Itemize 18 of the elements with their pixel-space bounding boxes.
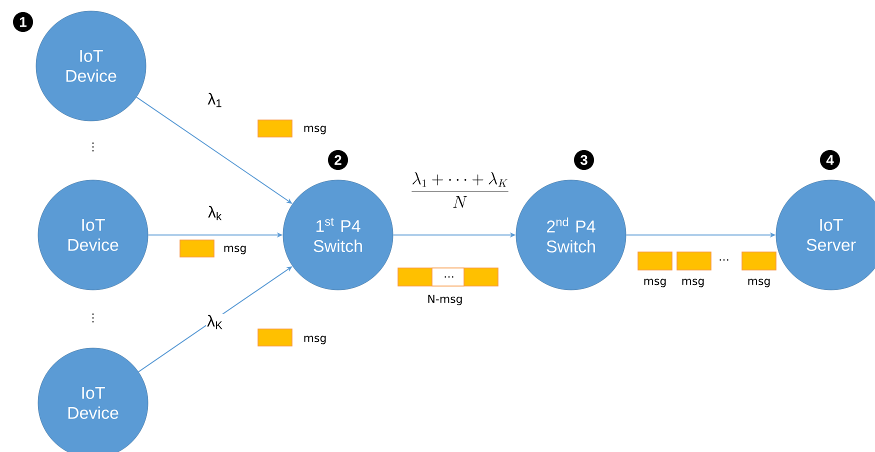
callout-number: 2 — [328, 150, 348, 170]
edge-label: λ$_{k}$ — [206, 204, 224, 222]
text-label: ⋮ — [92, 142, 94, 152]
text-label: msg — [644, 278, 666, 288]
text-label: … — [720, 259, 728, 261]
text-label: ⋮ — [92, 314, 94, 322]
callout-number: 4 — [820, 150, 840, 170]
callout-number: 1 — [13, 12, 34, 32]
callout-number: 3 — [574, 150, 594, 170]
text-label: msg — [304, 336, 326, 344]
edge-label: λ$_{1}$ — [206, 92, 224, 108]
text-label: msg — [304, 126, 326, 134]
edge-label: λ$_{K}$ — [206, 314, 224, 330]
text-label: N-msg — [428, 294, 462, 306]
text-label: … — [444, 276, 454, 278]
text-label: msg — [682, 278, 704, 288]
edge-label: $\frac{\lambda_1+\cdots+\lambda_K}{N}$ — [409, 171, 511, 209]
text-label: msg — [224, 246, 246, 254]
